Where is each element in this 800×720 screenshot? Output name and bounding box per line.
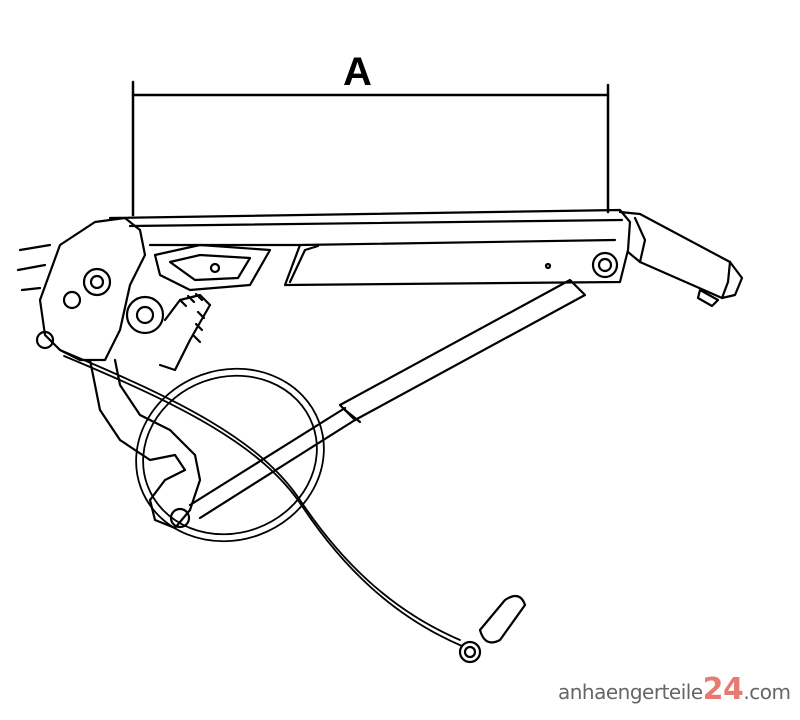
dimension-line-a — [131, 80, 610, 217]
lever-handle — [618, 210, 744, 308]
breakaway-cable — [59, 349, 463, 647]
lever-head — [16, 216, 272, 372]
watermark-suffix: .com — [743, 680, 791, 704]
gas-strut — [188, 278, 587, 520]
watermark-number: 24 — [702, 672, 744, 707]
watermark-logo: anhaengerteile24.com — [558, 675, 791, 705]
carabiner — [458, 594, 527, 664]
dimension-label-a: A — [343, 50, 372, 94]
watermark-prefix: anhaengerteile — [558, 680, 703, 704]
